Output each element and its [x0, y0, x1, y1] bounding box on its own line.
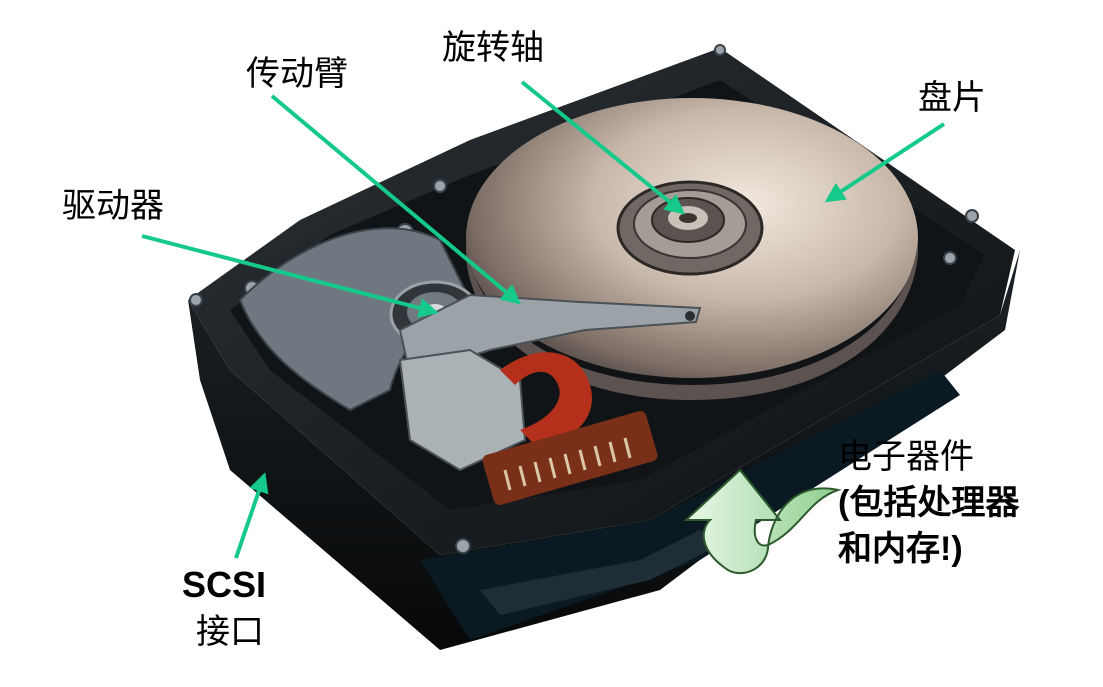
pcb-board: [420, 370, 960, 640]
screws: [189, 44, 979, 554]
flex-cable: [500, 352, 592, 450]
label-electronics-line2: (包括处理器: [838, 484, 1020, 522]
label-electronics-line3: 和内存!): [838, 530, 963, 568]
connector-pins: [503, 437, 632, 491]
arrow-spindle: [520, 80, 686, 215]
label-electronics: 电子器件 (包括处理器 和内存!): [838, 434, 1019, 572]
label-arm: 传动臂: [246, 54, 348, 94]
arrow-scsi: [234, 472, 269, 559]
pointer-arrows: [141, 80, 946, 559]
label-scsi-line2: 接口: [196, 612, 265, 652]
curved-arrow: [683, 468, 842, 575]
label-platter: 盘片: [918, 78, 986, 118]
head-assembly: [398, 348, 527, 472]
label-scsi-line1: SCSI: [182, 564, 267, 605]
arrow-arm: [270, 94, 522, 305]
label-scsi: SCSI 接口: [182, 562, 266, 655]
arrow-platter: [824, 122, 946, 203]
connector: [482, 410, 658, 506]
head-slider: [685, 311, 695, 321]
arrow-actuator: [141, 234, 439, 318]
pcb-components: [480, 530, 720, 615]
label-actuator: 驱动器: [62, 186, 164, 226]
drive-side-panel: [188, 250, 1020, 650]
label-spindle: 旋转轴: [442, 28, 544, 68]
label-electronics-line1: 电子器件: [838, 437, 974, 477]
spindle-hub: [616, 180, 764, 276]
